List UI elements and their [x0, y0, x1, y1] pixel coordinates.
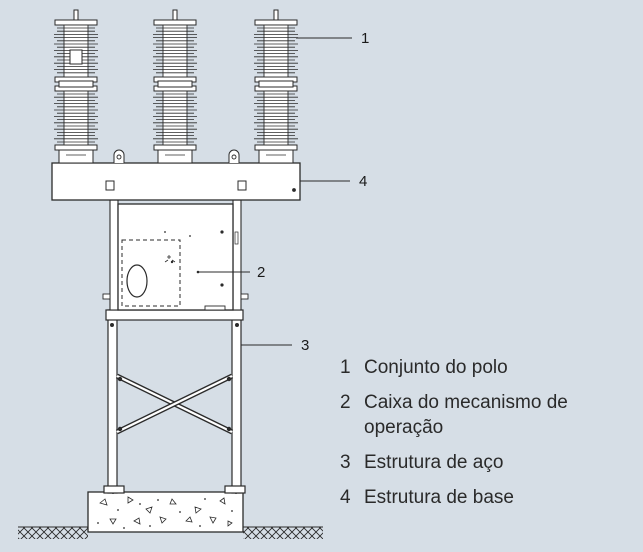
legend-item-pole-assembly: 1 Conjunto do polo	[340, 355, 630, 380]
operating-mechanism-box	[102, 199, 249, 311]
legend-number: 1	[340, 357, 351, 378]
legend-item-mechanism-box: 2 Caixa do mecanismo de operação	[340, 390, 630, 440]
legend-item-steel-structure: 3 Estrutura de aço	[340, 450, 630, 475]
pole-assembly-1	[54, 9, 98, 164]
callout-number-3: 3	[301, 337, 309, 354]
callout-leaders	[198, 37, 352, 346]
pole-assembly-3	[254, 9, 298, 164]
legend-label: Conjunto do polo	[364, 357, 508, 378]
legend-number: 4	[340, 487, 351, 508]
legend-label: Caixa do mecanismo de operação	[364, 392, 568, 438]
callout-number-4: 4	[359, 173, 367, 190]
legend-label: Estrutura de aço	[364, 452, 504, 473]
legend-label: Estrutura de base	[364, 487, 514, 508]
callout-number-2: 2	[257, 264, 265, 281]
terminal-connector	[69, 49, 83, 65]
pole-assembly-2	[153, 9, 197, 164]
legend-list: 1 Conjunto do polo 2 Caixa do mecanismo de…	[340, 355, 630, 520]
steel-structure	[103, 309, 246, 494]
legend-number: 2	[340, 392, 351, 413]
callout-number-1: 1	[361, 30, 369, 47]
pole-assemblies	[54, 9, 298, 164]
legend-number: 3	[340, 452, 351, 473]
legend-item-base-structure: 4 Estrutura de base	[340, 485, 630, 510]
